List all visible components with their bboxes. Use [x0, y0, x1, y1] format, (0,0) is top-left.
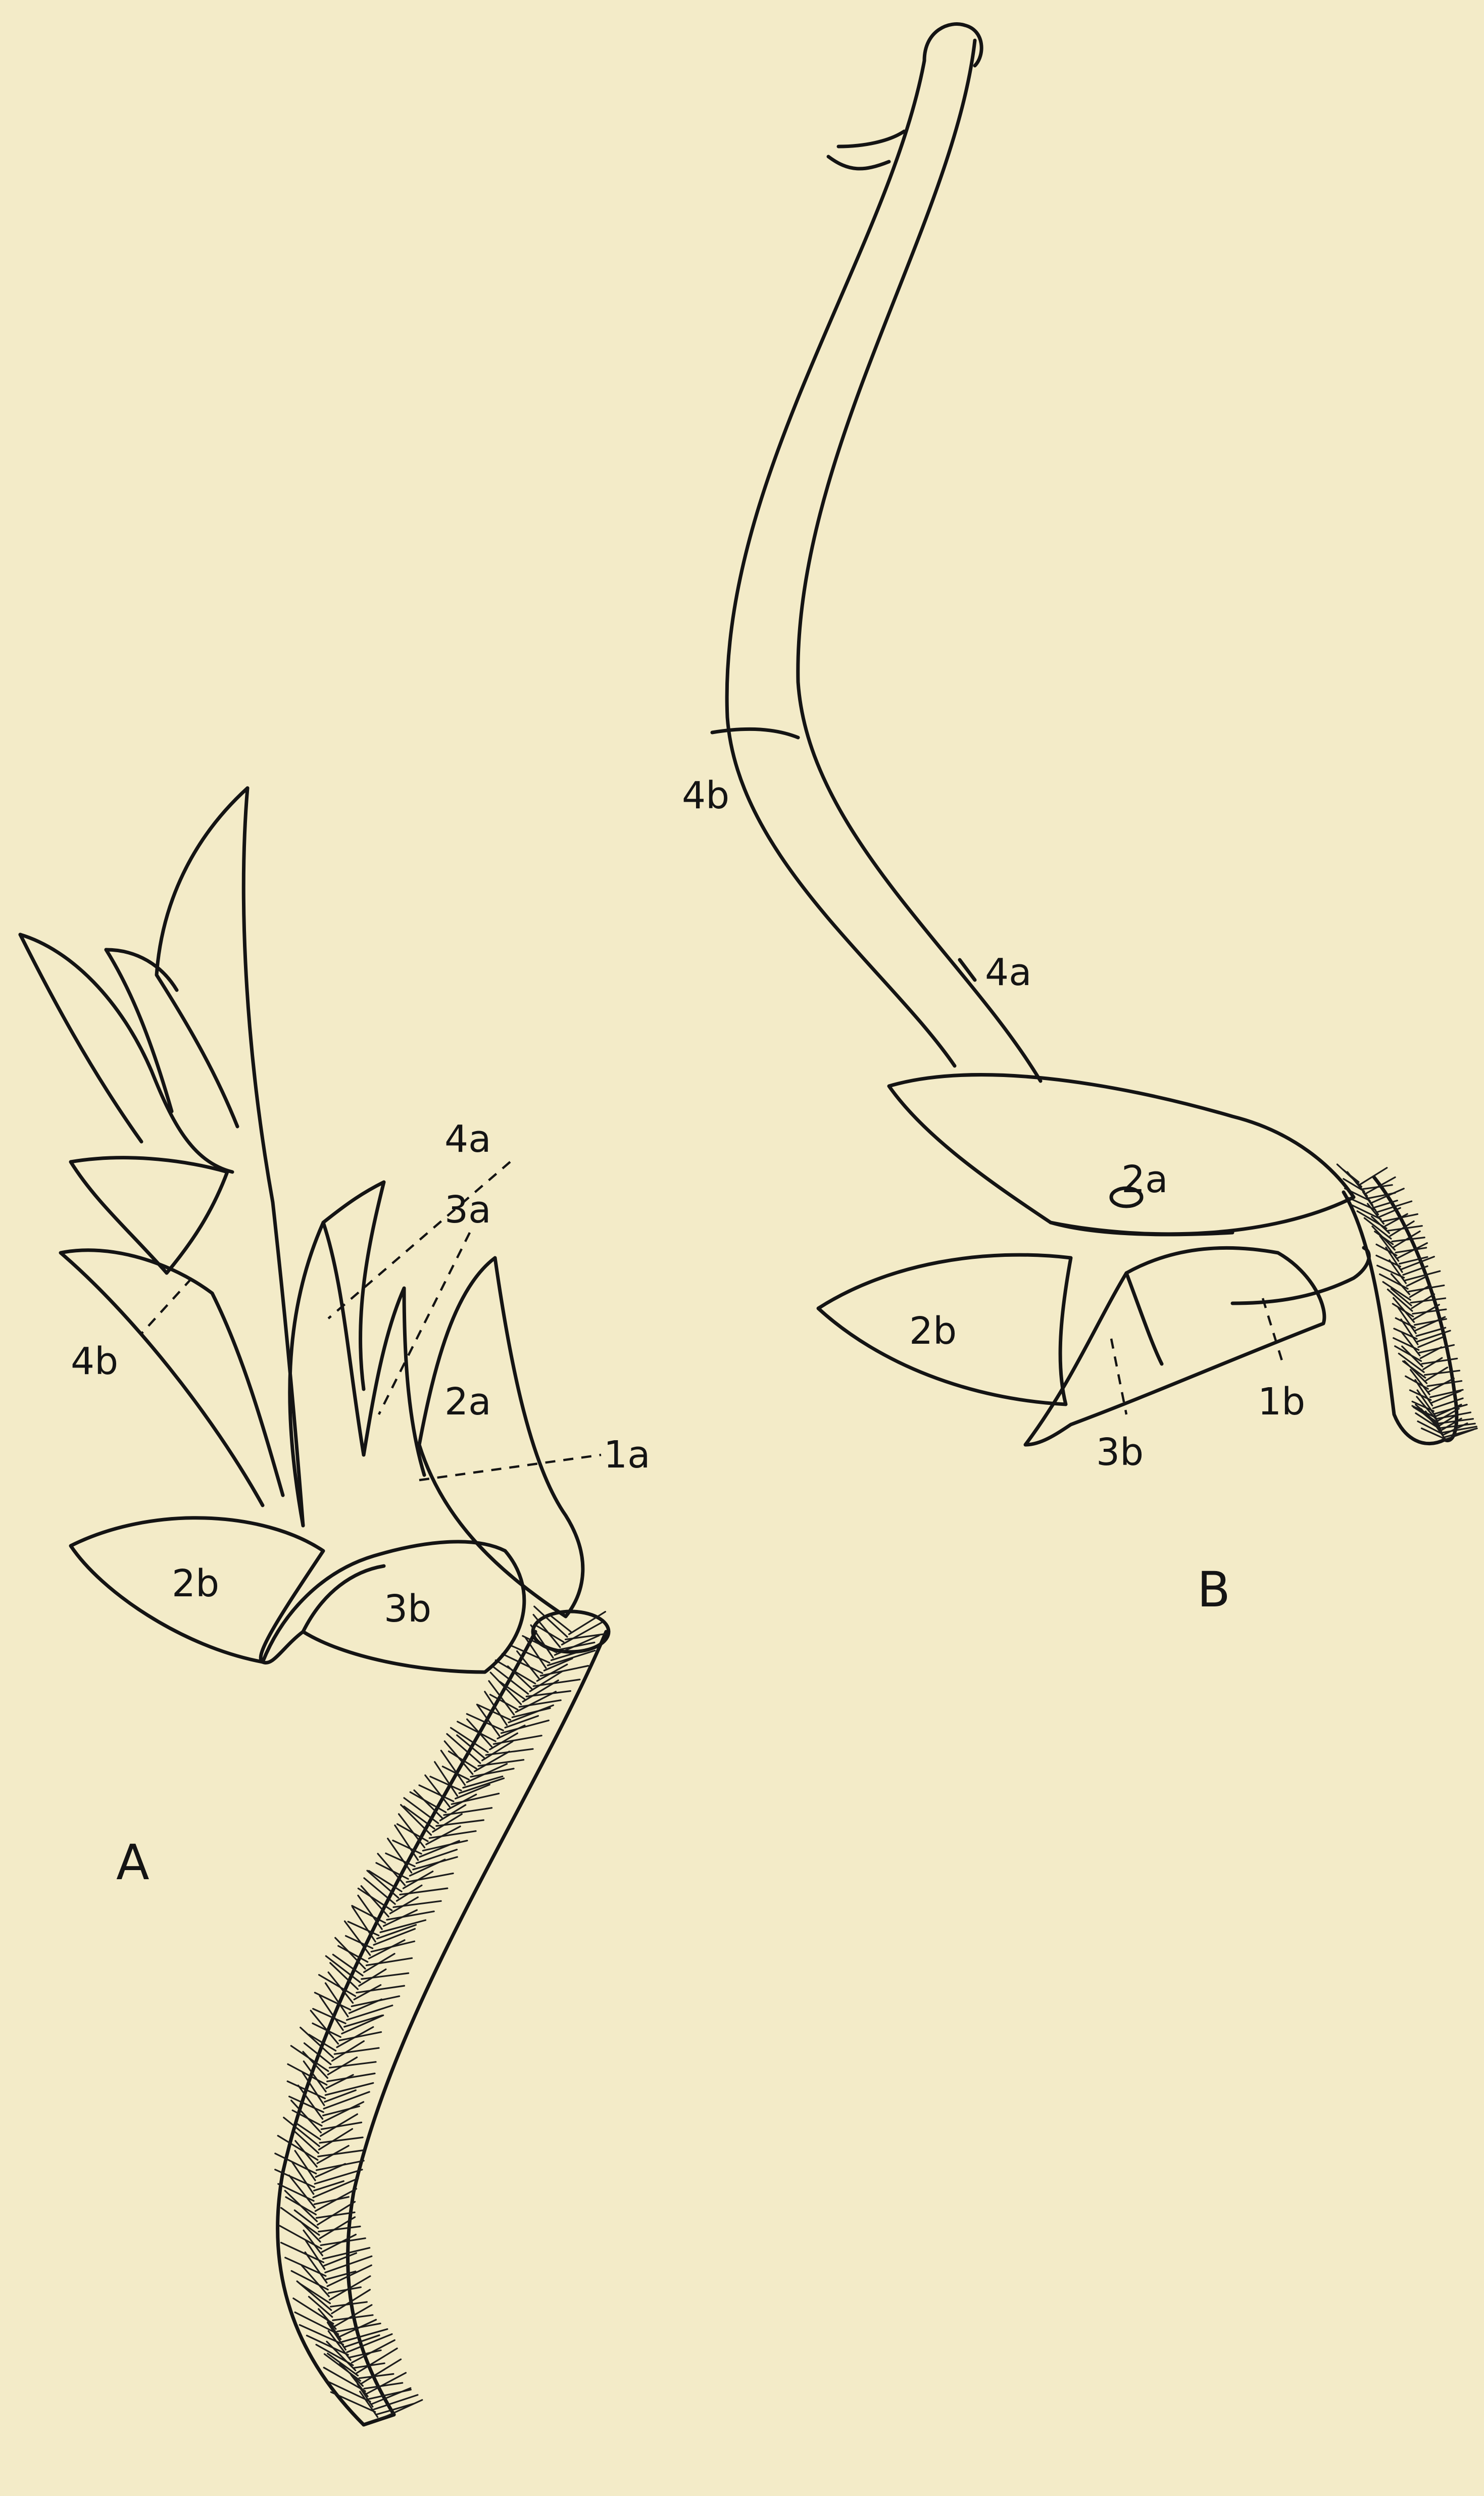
hair-stroke	[403, 1872, 432, 1889]
hair-stroke	[362, 1973, 409, 1979]
hair-stroke	[364, 1954, 395, 1973]
hair-stroke	[322, 2102, 364, 2123]
hair-stroke	[318, 2150, 364, 2157]
hair-stroke	[1418, 1337, 1444, 1347]
hair-stroke	[342, 2015, 383, 2033]
hair-stroke	[1441, 1418, 1462, 1431]
hair-stroke	[459, 1778, 504, 1793]
label-b-1b: 1b	[1258, 1380, 1305, 1424]
hair-stroke	[321, 2114, 358, 2136]
label-b-4a: 4a	[985, 951, 1031, 994]
figure-a	[20, 788, 609, 2425]
hair-stroke	[357, 1986, 405, 1993]
hair-stroke	[366, 1958, 412, 1965]
label-a-2b: 2b	[172, 1562, 219, 1605]
hair-stroke	[359, 1969, 386, 1986]
hair-stroke	[410, 1859, 445, 1876]
label-a-3a: 3a	[444, 1188, 491, 1232]
figure-a-segment-3b-fold	[303, 1566, 384, 1632]
hair-stroke	[316, 2164, 345, 2177]
label-a-1a: 1a	[604, 1433, 650, 1477]
hair-stroke	[429, 1831, 476, 1838]
hair-stroke	[327, 2074, 375, 2082]
hair-stroke	[1371, 1189, 1404, 1203]
label-a-3b: 3b	[384, 1587, 431, 1631]
hair-stroke	[401, 1805, 431, 1835]
figure-b-hairy-stalk	[1337, 1164, 1477, 1444]
label-b-3b: 3b	[1096, 1431, 1144, 1474]
figure-a-letter: A	[116, 1834, 150, 1891]
figure-a-labels: 4a 3a 4b 2a 1a 2b 3b A	[71, 1117, 650, 1891]
label-a-4b: 4b	[71, 1340, 118, 1383]
hair-stroke	[371, 2388, 410, 2404]
label-b-2b: 2b	[909, 1309, 957, 1353]
hair-stroke	[275, 2154, 316, 2174]
hair-stroke	[523, 1680, 558, 1701]
figure-b-segment-2a	[889, 1075, 1354, 1234]
hair-stroke	[519, 1700, 561, 1707]
hair-stroke	[393, 1901, 441, 1907]
hair-stroke	[344, 2016, 382, 2027]
hair-stroke	[380, 1920, 426, 1932]
figure-b	[712, 24, 1477, 1445]
hair-stroke	[329, 2062, 376, 2068]
hair-stroke	[1420, 1347, 1441, 1358]
figure-b-tube	[727, 61, 955, 1066]
hair-stroke	[1414, 1305, 1440, 1319]
figure-b-labels: 4b 4a 2a 2b 1b 3b B	[682, 774, 1305, 1618]
figure-a-hairy-stalk	[275, 1606, 609, 2425]
label-a-4a: 4a	[444, 1117, 491, 1161]
hair-stroke	[352, 2340, 395, 2363]
label-b-2a: 2a	[1121, 1158, 1168, 1201]
figure-b-segment-1b	[1232, 1248, 1369, 1303]
hair-stroke	[322, 2234, 356, 2252]
label-b-4b: 4b	[682, 774, 729, 817]
figure-b-letter: B	[1197, 1561, 1230, 1618]
hair-stroke	[358, 1895, 382, 1929]
hair-stroke	[397, 1885, 422, 1901]
figure-a-segment-2a	[419, 1258, 583, 1617]
hair-stroke	[496, 1660, 535, 1684]
hair-stroke	[369, 1940, 405, 1959]
hair-stroke	[295, 2141, 317, 2167]
label-a-2a: 2a	[444, 1380, 491, 1424]
hair-stroke	[360, 2391, 378, 2417]
hair-stroke	[347, 2005, 392, 2020]
hair-stroke	[1415, 1380, 1432, 1406]
hair-stroke	[1360, 1168, 1387, 1185]
hair-stroke	[1409, 1285, 1444, 1291]
hair-stroke	[1412, 1294, 1434, 1308]
hair-stroke	[331, 2392, 375, 2412]
hair-stroke	[420, 1841, 460, 1857]
hair-stroke	[334, 2048, 379, 2054]
hair-stroke	[320, 2137, 363, 2143]
hair-stroke	[297, 2281, 331, 2310]
